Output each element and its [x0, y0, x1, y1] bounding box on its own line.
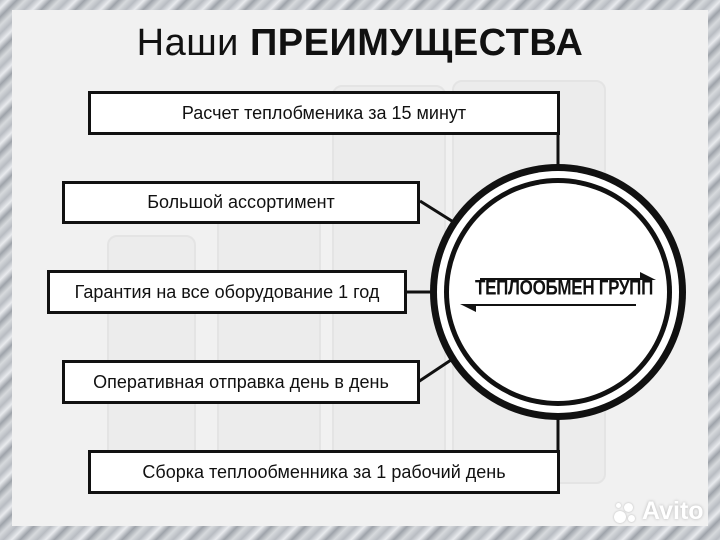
avito-logo-icon: [612, 501, 638, 523]
page-title: Наши ПРЕИМУЩЕСТВА: [0, 22, 720, 65]
advantage-box-5: Сборка теплообменника за 1 рабочий день: [88, 450, 560, 494]
avito-watermark: Avito: [612, 497, 704, 526]
advantage-box-3: Гарантия на все оборудование 1 год: [47, 270, 407, 314]
avito-watermark-text: Avito: [642, 497, 704, 525]
title-bold: ПРЕИМУЩЕСТВА: [249, 22, 584, 64]
advantage-box-2: Большой ассортимент: [62, 181, 420, 224]
advantage-box-4: Оперативная отправка день в день: [62, 360, 420, 404]
logo-text: ТЕПЛООБМЕН ГРУПП: [475, 275, 653, 300]
advantage-box-1: Расчет теплобменика за 15 минут: [88, 91, 560, 135]
logo-disc: [449, 183, 667, 401]
title-light: Наши: [136, 22, 239, 64]
logo-arrow-bottom: [460, 304, 636, 312]
logo-arrow-top: [480, 272, 656, 280]
